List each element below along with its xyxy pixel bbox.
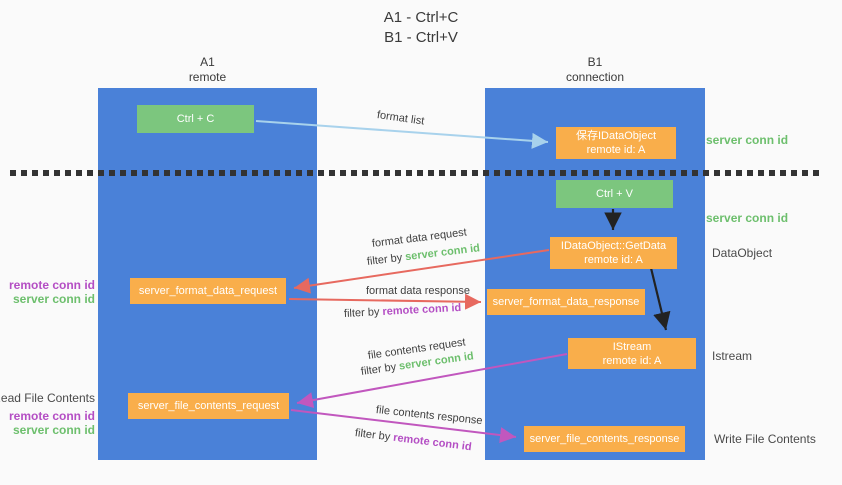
getdata-box: IDataObject::GetData remote id: A <box>550 237 677 269</box>
left-column-subtitle: remote <box>188 70 227 84</box>
getdata-line2: remote id: A <box>584 254 643 266</box>
dotted-divider-line <box>10 170 824 176</box>
server-format-data-response-label: server_format_data_response <box>492 296 640 308</box>
server-format-data-request-box: server_format_data_request <box>130 278 286 304</box>
filter-by-text: filter by <box>354 427 394 444</box>
right-column-header: B1 connection <box>485 55 705 85</box>
title-line-1: A1 - Ctrl+C <box>383 9 459 26</box>
dataobject-label: DataObject <box>712 246 773 260</box>
server-format-data-response-box: server_format_data_response <box>487 289 645 315</box>
server-file-contents-response-label: server_file_contents_response <box>529 433 680 445</box>
filter-by-remote-conn-id-label-2: filter by remote conn id <box>354 427 472 453</box>
title-line-2: B1 - Ctrl+V <box>384 29 458 46</box>
format-list-label: format list <box>376 109 426 128</box>
server-conn-id-right-mid: server conn id <box>706 211 789 225</box>
server-conn-id-text: server conn id <box>404 242 481 264</box>
server-file-contents-request-box: server_file_contents_request <box>128 393 289 419</box>
ctrl-v-box: Ctrl + V <box>556 180 673 208</box>
istream-box: IStream remote id: A <box>568 338 696 369</box>
filter-by-text: filter by <box>343 305 383 320</box>
write-file-contents-label: Write File Contents <box>714 432 816 446</box>
server-conn-id-left-top: server conn id <box>12 292 95 306</box>
save-idataobject-line1: 保存IDataObject <box>575 130 657 142</box>
file-contents-response-label: file contents response <box>375 404 484 428</box>
left-column-header: A1 remote <box>98 55 317 85</box>
filter-by-text: filter by <box>360 360 400 378</box>
server-file-contents-response-box: server_file_contents_response <box>524 426 685 452</box>
remote-conn-id-left-top: remote conn id <box>8 278 95 292</box>
diagram-title: A1 - Ctrl+C B1 - Ctrl+V <box>0 8 842 48</box>
server-file-contents-request-label: server_file_contents_request <box>137 400 280 412</box>
format-data-response-label: format data response <box>366 285 470 297</box>
right-column-name: B1 <box>587 55 603 69</box>
save-idataobject-line2: remote id: A <box>586 144 646 156</box>
read-file-contents-label: Read File Contents <box>0 391 95 405</box>
istream-side-label: Istream <box>712 349 753 363</box>
istream-line1: IStream <box>612 340 652 353</box>
server-conn-id-left-bottom: server conn id <box>12 423 95 437</box>
remote-conn-id-left-bottom: remote conn id <box>8 409 95 423</box>
getdata-line1: IDataObject::GetData <box>560 240 667 252</box>
filter-by-text: filter by <box>366 251 406 268</box>
right-column-subtitle: connection <box>565 70 625 84</box>
server-format-data-request-label: server_format_data_request <box>138 285 278 297</box>
ctrl-c-box: Ctrl + C <box>137 105 254 133</box>
server-conn-id-right-top: server conn id <box>706 133 789 147</box>
istream-line2: remote id: A <box>602 354 662 367</box>
remote-conn-id-text: remote conn id <box>382 301 462 318</box>
filter-by-remote-conn-id-label-1: filter by remote conn id <box>344 302 462 320</box>
left-column-name: A1 <box>200 55 215 69</box>
ctrl-v-label: Ctrl + V <box>596 188 633 200</box>
ctrl-c-label: Ctrl + C <box>176 113 215 125</box>
remote-conn-id-text: remote conn id <box>392 431 473 454</box>
save-idataobject-box: 保存IDataObject remote id: A <box>556 127 676 159</box>
